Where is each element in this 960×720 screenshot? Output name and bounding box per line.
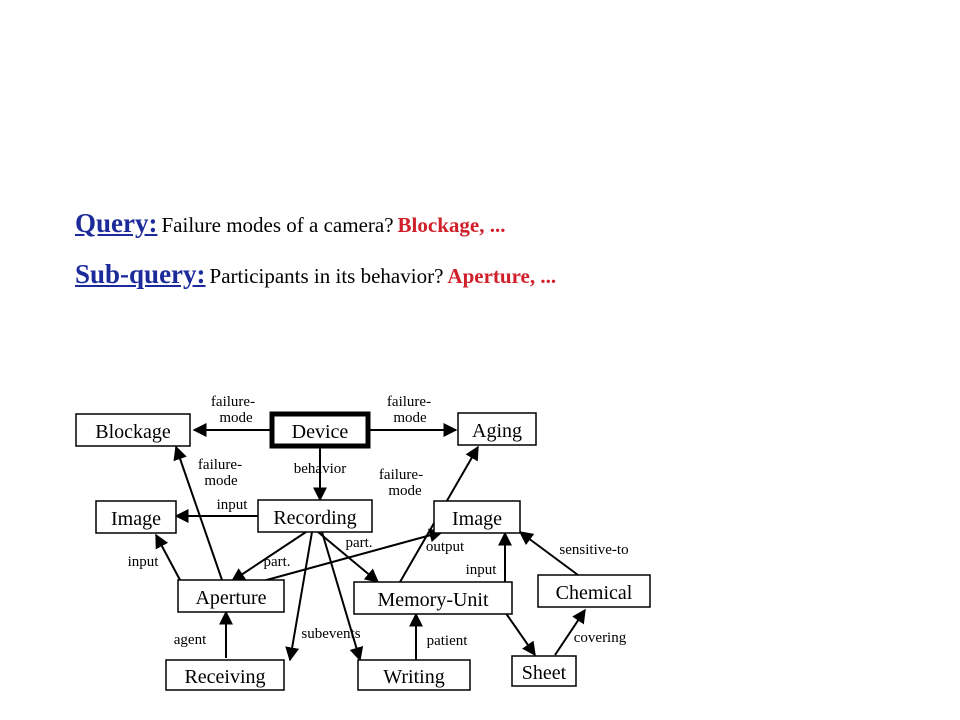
label-behavior: behavior — [294, 461, 346, 477]
node-chemical-label: Chemical — [556, 582, 633, 604]
node-sheet: Sheet — [511, 655, 577, 687]
node-writing-label: Writing — [383, 666, 444, 688]
label-covering: covering — [574, 630, 627, 646]
label-sensitive-to: sensitive-to — [559, 542, 628, 558]
edge-recording-receiving — [285, 531, 313, 662]
node-receiving-label: Receiving — [184, 666, 265, 688]
label-input-recording: input — [217, 497, 249, 513]
label-subevents: subevents — [301, 626, 360, 642]
node-device: Device — [269, 411, 371, 449]
node-memory-unit-label: Memory-Unit — [377, 589, 489, 611]
subquery-answer: Aperture, ... — [447, 264, 557, 288]
node-writing: Writing — [357, 659, 471, 691]
edge-aperture-image-left — [155, 533, 181, 581]
label-output: output — [426, 539, 465, 555]
query-line: Query: Failure modes of a camera? Blocka… — [75, 208, 505, 239]
subquery-line: Sub-query: Participants in its behavior?… — [75, 259, 556, 290]
node-recording: Recording — [257, 499, 373, 533]
label-failure-mode-memory-2: mode — [388, 483, 422, 499]
label-part-aperture: part. — [263, 554, 290, 570]
node-chemical: Chemical — [537, 574, 651, 608]
label-failure-mode-left-1: failure- — [211, 394, 255, 410]
node-device-label: Device — [292, 421, 349, 443]
edge-aperture-image-right — [251, 528, 444, 585]
query-answer: Blockage, ... — [397, 213, 506, 237]
label-failure-mode-right-2: mode — [393, 410, 427, 426]
label-failure-mode-aperture-2: mode — [204, 473, 238, 489]
edge-memory-sheet — [504, 611, 536, 657]
node-aperture-label: Aperture — [195, 587, 266, 609]
edge-recording-aperture — [230, 531, 307, 582]
label-input-memory: input — [466, 562, 498, 578]
node-image-right-label: Image — [452, 508, 502, 530]
edge-aperture-blockage — [173, 445, 223, 581]
query-question: Failure modes of a camera? — [161, 213, 394, 237]
node-aging-label: Aging — [472, 420, 522, 442]
subquery-question: Participants in its behavior? — [209, 264, 444, 288]
node-receiving: Receiving — [165, 659, 285, 691]
label-input-aperture: input — [128, 554, 160, 570]
node-sheet-label: Sheet — [522, 662, 567, 684]
label-agent: agent — [174, 632, 207, 648]
subquery-label: Sub-query: — [75, 259, 206, 289]
edge-chemical-image-right — [518, 531, 579, 576]
label-part-memory: part. — [345, 535, 372, 551]
edges — [155, 423, 586, 662]
node-blockage-label: Blockage — [95, 421, 171, 443]
node-aperture: Aperture — [177, 579, 285, 613]
edge-labels: failure- mode failure- mode failure- mod… — [128, 394, 629, 649]
label-patient: patient — [427, 633, 469, 649]
node-image-right: Image — [433, 500, 521, 534]
label-failure-mode-right-1: failure- — [387, 394, 431, 410]
node-image-left-label: Image — [111, 508, 161, 530]
label-failure-mode-aperture-1: failure- — [198, 457, 242, 473]
node-recording-label: Recording — [273, 507, 356, 529]
edge-recording-writing — [321, 531, 364, 662]
node-memory-unit: Memory-Unit — [353, 581, 513, 615]
label-failure-mode-memory-1: failure- — [379, 467, 423, 483]
label-failure-mode-left-2: mode — [219, 410, 253, 426]
node-blockage: Blockage — [75, 413, 191, 447]
query-label: Query: — [75, 208, 158, 238]
node-aging: Aging — [457, 412, 537, 446]
edge-sheet-chemical — [554, 608, 586, 656]
node-image-left: Image — [95, 500, 177, 534]
